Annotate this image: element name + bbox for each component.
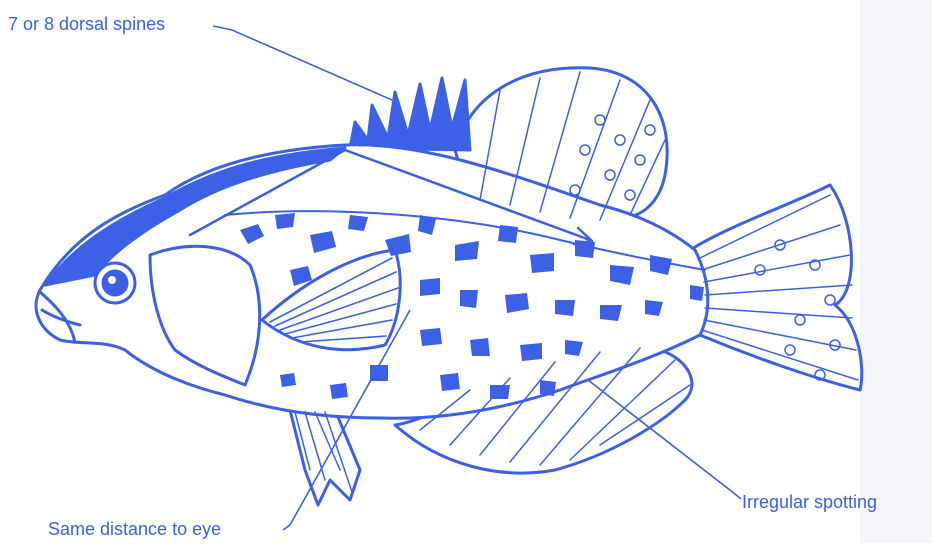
callout-same-distance: Same distance to eye: [48, 519, 221, 539]
paper-edge-tint: [860, 0, 932, 543]
eye-pupil: [108, 276, 116, 284]
callout-irregular-spotting: Irregular spotting: [742, 492, 877, 512]
eye-iris: [103, 271, 127, 295]
callout-dorsal-spines: 7 or 8 dorsal spines: [8, 14, 165, 34]
